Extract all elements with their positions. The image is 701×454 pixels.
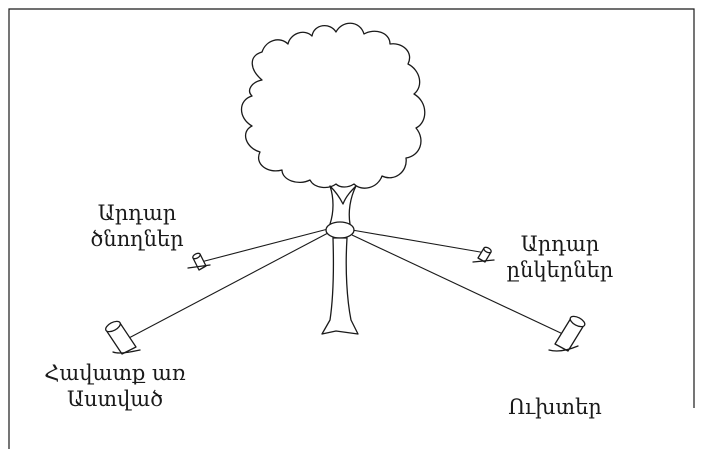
trunk-tie	[325, 221, 355, 239]
rope-to-parents-stake	[200, 228, 329, 263]
stake-icon	[548, 315, 586, 352]
label-faith-in-god: Հավատք առ Աստված	[40, 360, 190, 412]
label-righteous-parents-line2: ծնողներ	[90, 227, 184, 251]
label-righteous-friends: Արդար ընկերներ	[500, 231, 620, 283]
rope-to-vows-stake	[351, 234, 566, 336]
label-faith-in-god-line1: Հավատք առ	[44, 361, 186, 385]
tree-icon	[240, 22, 426, 335]
tree-canopy	[240, 22, 426, 189]
stake-icon	[105, 320, 141, 355]
stake-icon	[472, 246, 495, 263]
tree-trunk	[321, 237, 359, 335]
label-righteous-friends-line2: ընկերներ	[506, 258, 614, 282]
rope-to-faith-stake	[124, 232, 329, 341]
label-faith-in-god-line2: Աստված	[66, 387, 164, 411]
label-righteous-parents: Արդար ծնողներ	[82, 200, 192, 252]
tree-fork	[329, 185, 357, 225]
stake-icon	[187, 252, 211, 271]
label-vows: Ուխտեր	[500, 394, 610, 420]
diagram-frame	[8, 8, 695, 449]
label-righteous-parents-line1: Արդար	[97, 201, 177, 225]
label-righteous-friends-line1: Արդար	[520, 232, 600, 256]
label-vows-line1: Ուխտեր	[508, 395, 602, 419]
rope-to-friends-stake	[351, 229, 487, 254]
